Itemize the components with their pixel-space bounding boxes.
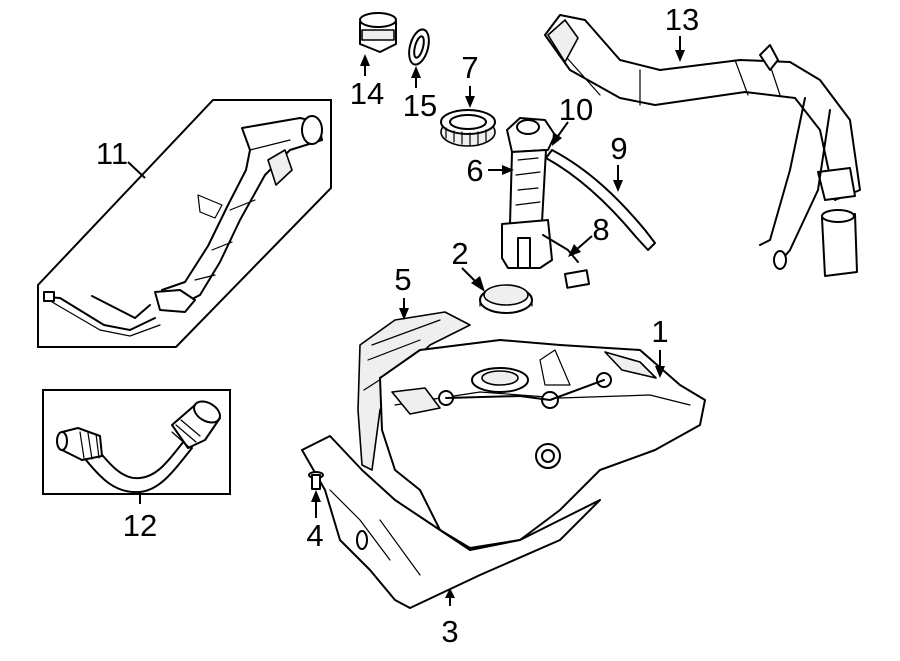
- fill-hose-right-clamp: [171, 419, 201, 449]
- callout-13: 13: [665, 2, 699, 37]
- cap-gasket-inner: [413, 35, 425, 59]
- arrow-13: [675, 50, 685, 62]
- part-13-filler-pipe-group: [544, 14, 861, 277]
- vent-line-left: [45, 296, 156, 331]
- fuel-tank-pad-left: [391, 387, 441, 415]
- part-14-fuel-cap-group: [359, 12, 397, 53]
- callout-8: 8: [592, 212, 609, 247]
- callout-6: 6: [466, 153, 483, 188]
- part-4-bolt-group: [308, 471, 324, 490]
- callout-14: 14: [350, 76, 384, 111]
- arrow-1: [655, 366, 665, 378]
- arrow-8: [568, 244, 581, 257]
- pump-module-connector: [563, 269, 591, 289]
- callout-2: 2: [451, 236, 468, 271]
- callout-7: 7: [461, 50, 478, 85]
- leader-10: [557, 121, 569, 137]
- seal-edges: [479, 299, 533, 307]
- fill-hose-left-clamp: [79, 431, 100, 460]
- arrow-2: [471, 276, 485, 292]
- fill-hose-right-opening: [193, 400, 221, 424]
- callout-10: 10: [559, 92, 593, 127]
- filler-pipe-sleeve: [821, 213, 858, 277]
- filler-pipe-main: [544, 14, 861, 201]
- callout-3: 3: [441, 614, 458, 649]
- callout-4: 4: [306, 518, 323, 553]
- skid-plate-ribs: [329, 489, 421, 576]
- pump-module-strainer: [517, 237, 531, 269]
- fuel-tank-body: [379, 339, 706, 549]
- part-9-hose: [545, 149, 656, 251]
- pump-module-cap: [516, 119, 540, 135]
- fill-hose-left-cap: [56, 431, 68, 451]
- bolt-shank: [311, 474, 321, 490]
- leader-2: [461, 267, 477, 283]
- fuel-cap-top: [359, 12, 397, 28]
- part-7-lock-ring-group: [440, 109, 496, 147]
- seal-inner: [483, 284, 529, 306]
- callout-1: 1: [651, 314, 668, 349]
- pump-module-wire: [542, 234, 579, 263]
- fuel-tank-lines: [445, 379, 605, 401]
- filler-pipe-clamps: [559, 49, 781, 106]
- arrow-10: [552, 132, 562, 146]
- vent-line-short: [91, 295, 151, 319]
- filler-pipe-bracket: [759, 44, 779, 71]
- part-1-fuel-tank-group: [379, 339, 706, 549]
- part-12-fill-hose-group: [42, 389, 231, 495]
- leader-11: [127, 161, 146, 179]
- pump-module-body: [509, 149, 547, 225]
- part-2-seal-group: [479, 284, 533, 314]
- lock-ring-teeth: [445, 127, 487, 146]
- filler-neck-bottom-clamp: [154, 289, 196, 313]
- part-6-fuel-pump-module-group: [501, 117, 591, 289]
- arrow-4: [311, 490, 321, 502]
- filler-neck-tube: [159, 117, 323, 306]
- fuel-tank-bracket: [539, 349, 571, 386]
- arrow-5: [399, 308, 409, 320]
- filler-neck-clip: [197, 194, 223, 219]
- filler-neck-bracket: [267, 149, 293, 186]
- arrow-9: [613, 180, 623, 192]
- filler-pipe-vent-1: [759, 97, 806, 246]
- lock-ring-hole: [449, 114, 487, 130]
- fuel-tank-filler-port-inner: [541, 449, 555, 463]
- fuel-tank-pump-recess: [481, 370, 519, 386]
- filler-pipe-sleeve-top: [821, 209, 855, 223]
- callout-15: 15: [403, 88, 437, 123]
- part-11-filler-neck-group: [37, 99, 332, 348]
- part-12-frame: [42, 389, 231, 495]
- callout-9: 9: [610, 131, 627, 166]
- filler-neck-opening: [301, 115, 323, 145]
- leader-8: [575, 235, 593, 251]
- callout-12: 12: [123, 508, 157, 543]
- vent-tip: [773, 250, 787, 270]
- arrow-6: [502, 165, 514, 175]
- pump-module-rails: [515, 157, 541, 206]
- part-11-frame: [37, 99, 332, 348]
- arrow-14: [360, 54, 370, 66]
- skid-plate-hole: [356, 530, 368, 550]
- filler-pipe-head: [547, 19, 579, 63]
- fill-hose-bend: [81, 439, 193, 494]
- arrow-15: [411, 66, 421, 78]
- part-15-gasket-group: [408, 28, 430, 66]
- vent-line-fitting: [43, 291, 55, 302]
- filler-neck-seams: [194, 139, 291, 281]
- callout-11: 11: [96, 136, 128, 171]
- part-3-skid-plate: [301, 435, 601, 609]
- arrow-3: [445, 588, 455, 598]
- arrow-7: [465, 96, 475, 108]
- filler-pipe-lower-clamp: [817, 167, 856, 201]
- fuel-cap-thread: [361, 29, 395, 41]
- callout-5: 5: [394, 262, 411, 297]
- fuel-tank-pad-right: [604, 351, 657, 379]
- vent-line-left-2: [51, 301, 161, 337]
